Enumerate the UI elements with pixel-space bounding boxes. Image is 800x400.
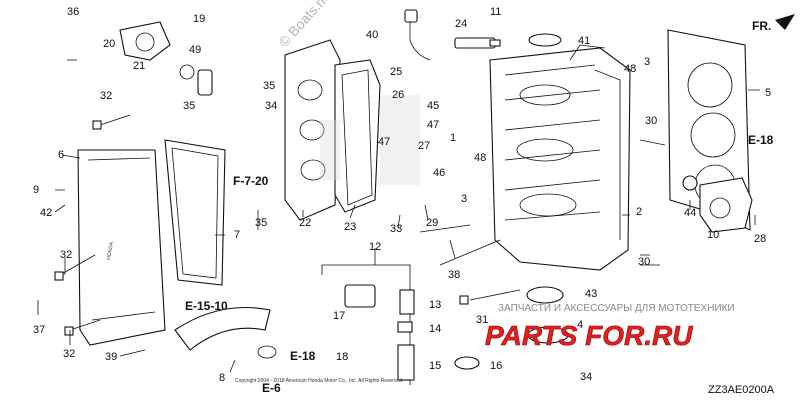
- callout-5: 5: [765, 87, 771, 99]
- callout-7: 7: [234, 229, 240, 241]
- callout-10: 10: [707, 229, 719, 241]
- callout-41: 41: [578, 35, 590, 47]
- leader-lines: [37, 59, 760, 373]
- callout-43: 43: [585, 288, 597, 300]
- callout-4: 4: [577, 319, 583, 331]
- callout-34b: 34: [580, 371, 592, 383]
- callout-20: 20: [103, 38, 115, 50]
- callout-18: 18: [336, 351, 348, 363]
- callout-34a: 34: [265, 100, 277, 112]
- callout-35a: 35: [183, 100, 195, 112]
- water-hose: [174, 306, 277, 359]
- callout-25: 25: [390, 66, 402, 78]
- callout-47b: 47: [378, 136, 390, 148]
- callout-48a: 48: [474, 152, 486, 164]
- seal-4: [527, 326, 569, 344]
- callout-13: 13: [429, 299, 441, 311]
- callout-33: 33: [390, 223, 402, 235]
- ref-f-7-20: F-7-20: [233, 174, 269, 188]
- callout-2: 2: [636, 206, 642, 218]
- callout-48b: 48: [624, 63, 636, 75]
- svg-text:HONDA: HONDA: [106, 241, 115, 260]
- callout-28: 28: [754, 233, 766, 245]
- callout-29: 29: [426, 217, 438, 229]
- spark-plug: [454, 37, 501, 49]
- direction-label: FR.: [752, 19, 771, 33]
- callout-9: 9: [33, 184, 39, 196]
- front-direction-arrow: FR.: [752, 14, 795, 33]
- shading: [320, 95, 420, 185]
- ref-e-18-right: E-18: [748, 133, 774, 147]
- callout-labels: 36 20 21 19 49 32 35 35 35 34 6 9 42 7 3…: [33, 6, 771, 384]
- callout-37: 37: [33, 324, 45, 336]
- callout-44: 44: [684, 207, 696, 219]
- callout-12: 12: [369, 241, 381, 253]
- sensor-wire: [404, 9, 431, 61]
- callout-23: 23: [344, 221, 356, 233]
- o-ring-43: [526, 286, 564, 304]
- catalog-code: ZZ3AE0200A: [708, 384, 775, 396]
- exhaust-cover: [284, 39, 341, 221]
- callout-3a: 3: [461, 193, 467, 205]
- cover-gasket: [164, 139, 226, 286]
- callout-35b: 35: [263, 80, 275, 92]
- callout-6: 6: [58, 149, 64, 161]
- banner-line1: ЗАПЧАСТИ И АКСЕССУАРЫ ДЛЯ МОТОТЕХНИКИ: [498, 303, 735, 314]
- parts-banner: ЗАПЧАСТИ И АКСЕССУАРЫ ДЛЯ МОТОТЕХНИКИ PA…: [485, 303, 735, 351]
- callout-32c: 32: [63, 348, 75, 360]
- callout-32a: 32: [100, 90, 112, 102]
- thermostat-housing: [699, 177, 753, 233]
- callout-24: 24: [455, 18, 467, 30]
- callout-17: 17: [333, 310, 345, 322]
- ref-e-6: E-6: [262, 381, 281, 395]
- callout-21: 21: [133, 60, 145, 72]
- head-cover: HONDA: [77, 149, 166, 346]
- callout-40: 40: [366, 29, 378, 41]
- callout-27: 27: [418, 140, 430, 152]
- exhaust-gasket: [334, 59, 381, 213]
- callout-35c: 35: [255, 217, 267, 229]
- ref-e-18-bottom: E-18: [290, 349, 316, 363]
- callout-49: 49: [189, 44, 201, 56]
- callout-30b: 30: [638, 256, 650, 268]
- callout-46: 46: [433, 167, 445, 179]
- callout-30a: 30: [645, 115, 657, 127]
- callout-31: 31: [476, 314, 488, 326]
- callout-15: 15: [429, 360, 441, 372]
- ref-e-15-10: E-15-10: [185, 299, 228, 313]
- callout-3b: 3: [644, 56, 650, 68]
- callout-36: 36: [67, 6, 79, 18]
- callout-1: 1: [450, 132, 456, 144]
- o-ring-41: [528, 33, 562, 47]
- callout-14: 14: [429, 323, 441, 335]
- sub-assembly-box: [321, 264, 480, 385]
- cylinder-block: [489, 44, 631, 271]
- callout-42: 42: [40, 207, 52, 219]
- callout-11: 11: [490, 6, 501, 18]
- bolts: [54, 114, 666, 336]
- callout-16: 16: [490, 360, 502, 372]
- thermostat: [179, 64, 213, 96]
- footer-notice: Copyright 2004 - 2018 American Honda Mot…: [235, 378, 403, 384]
- callout-38: 38: [448, 269, 460, 281]
- thermostat-cover: [119, 21, 171, 61]
- callout-22: 22: [299, 217, 311, 229]
- reference-labels: F-7-20 E-18 E-15-10 E-18 E-6: [185, 133, 774, 395]
- banner-line2: PARTS FOR.RU: [485, 320, 693, 351]
- callout-32b: 32: [60, 249, 72, 261]
- callout-45: 45: [427, 100, 439, 112]
- callout-39: 39: [105, 351, 117, 363]
- callout-26: 26: [392, 89, 404, 101]
- callout-19: 19: [193, 13, 205, 25]
- callout-8: 8: [219, 372, 225, 384]
- o-ring-44: [682, 175, 698, 191]
- callout-47a: 47: [427, 119, 439, 131]
